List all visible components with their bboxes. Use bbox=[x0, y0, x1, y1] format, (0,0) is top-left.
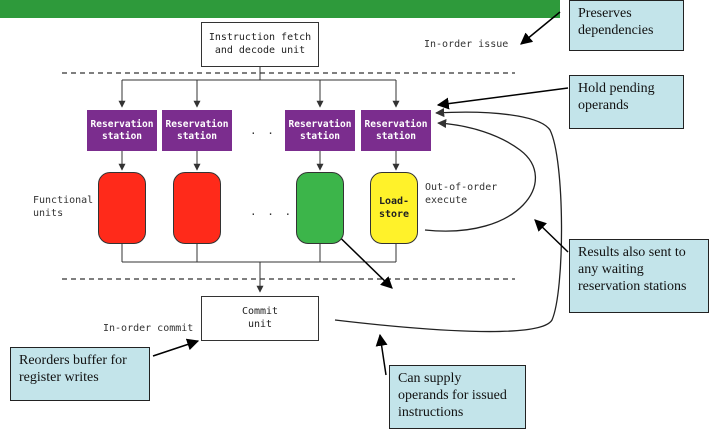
loadstore-feedback-path bbox=[424, 118, 537, 232]
reservation-station-4: Reservation station bbox=[361, 110, 431, 151]
callout-reorders-buffer: Reorders buffer for register writes bbox=[10, 347, 150, 401]
ellipsis-fu: . . . bbox=[250, 205, 294, 218]
reservation-station-2: Reservation station bbox=[162, 110, 232, 151]
functional-unit-green bbox=[296, 172, 344, 244]
reservation-station-1: Reservation station bbox=[87, 110, 157, 151]
ellipsis-rs: . . . bbox=[250, 124, 294, 137]
commit-feedback-path bbox=[334, 108, 563, 333]
out-of-order-execute-label: Out-of-order execute bbox=[425, 182, 498, 206]
functional-units-label: Functional units bbox=[33, 195, 94, 219]
header-bar bbox=[0, 0, 560, 18]
callout-results-sent: Results also sent to any waiting reserva… bbox=[569, 239, 709, 313]
in-order-commit-label: In-order commit bbox=[103, 323, 194, 334]
callout-can-supply-operands: Can supply operands for issued instructi… bbox=[389, 365, 526, 429]
functional-unit-red-1 bbox=[98, 172, 146, 244]
load-store-unit: Load- store bbox=[370, 172, 418, 244]
reservation-station-3: Reservation station bbox=[285, 110, 355, 151]
in-order-issue-label: In-order issue bbox=[424, 39, 509, 50]
callout-hold-pending-operands: Hold pending operands bbox=[569, 75, 684, 129]
functional-unit-red-2 bbox=[173, 172, 221, 244]
callout-preserves-dependencies: Preserves dependencies bbox=[569, 0, 684, 51]
commit-unit: Commit unit bbox=[201, 296, 319, 341]
fetch-decode-unit: Instruction fetch and decode unit bbox=[201, 22, 319, 67]
